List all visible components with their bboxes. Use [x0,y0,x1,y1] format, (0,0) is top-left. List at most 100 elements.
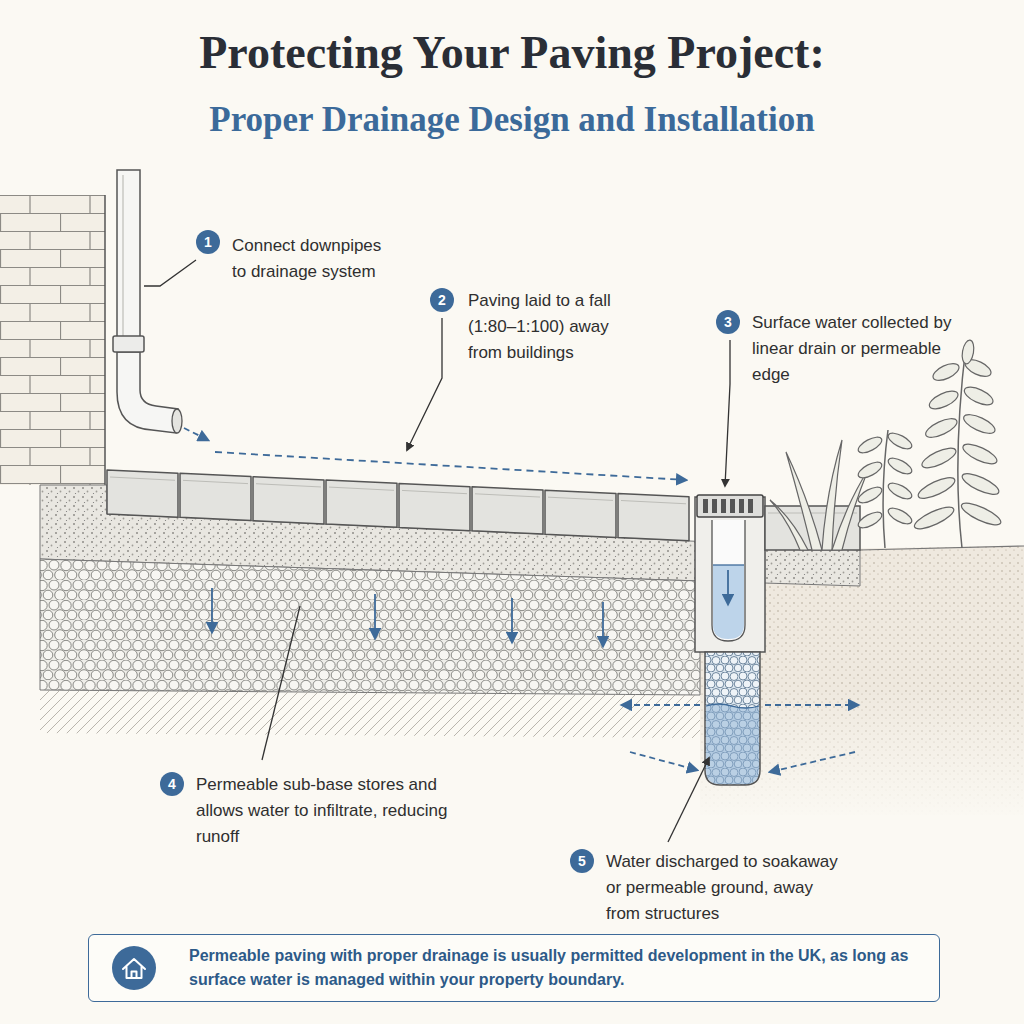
water-flow-arrows [622,704,700,706]
plants [832,470,868,550]
callout-number: 5 [570,849,594,873]
label-slot: Proper Drainage Design and Installation [0,100,1024,140]
plant-leaf [960,470,1002,499]
paver-bevel [402,490,467,493]
house-icon-circle [112,946,156,990]
note-box: Permeable paving with proper drainage is… [88,934,940,1002]
leader-lines [407,318,442,450]
plant-leaf [886,505,914,527]
permeable-sub-base [40,559,700,695]
water-flow-arrows [765,704,858,706]
plants [786,452,822,550]
callout-text: Water discharged to soakaway or permeabl… [606,849,841,927]
label-slot: 1 [196,230,220,254]
paver-bevel [183,480,248,483]
leader-lines [144,260,196,286]
paver-bevel [621,501,686,504]
linear-drain [713,564,744,565]
linear-drain [712,520,745,641]
linear-drain [730,499,735,513]
paver-block [545,490,616,537]
callout-text: Paving laid to a fall (1:80–1:100) away … [468,288,628,366]
plants [883,430,888,548]
house-icon [111,945,157,991]
plant-leaf [886,455,914,477]
plant-leaf [856,459,884,481]
title-slot: Protecting Your Paving Project: [0,26,1024,79]
plant-leaf [916,474,958,503]
paver-block [326,480,397,527]
callout-number: 1 [196,230,220,254]
leader-lines [668,758,709,842]
linear-drain [721,499,726,513]
diagram-title: Protecting Your Paving Project: [0,26,1024,79]
label-slot: 3 [716,310,740,334]
water-flow-arrows [211,588,213,632]
soakaway [706,704,759,784]
paver-block [253,477,324,524]
subtitle-text: Proper Drainage Design and Installation [0,100,1024,140]
linear-drain [695,497,765,652]
plant-leaf [927,388,961,413]
linear-drain [713,565,744,639]
leader-lines [144,260,730,842]
plant-leaf [960,440,999,467]
water-flow-arrows [184,428,208,440]
downpipe [113,170,182,433]
linear-drain [739,499,744,513]
linear-drain [748,499,753,513]
downpipe [172,409,182,433]
plants [770,500,808,550]
water-flow-arrows [511,598,513,642]
soakaway [705,652,760,785]
linear-drain [703,499,708,513]
callout-number: 4 [160,772,184,796]
label-slot: Permeable sub-base stores and allows wat… [196,772,451,850]
paving [107,470,689,541]
plant-leaf [912,503,956,533]
downpipe [117,170,140,350]
water-flow-arrows [727,570,729,604]
water-flow-arrows [602,602,604,646]
plant-leaf [886,430,914,452]
callout-text: Permeable sub-base stores and allows wat… [196,772,451,850]
label-slot: 4 [160,772,184,796]
label-slot: Paving laid to a fall (1:80–1:100) away … [468,288,628,366]
permeable-sub-base [40,559,700,738]
brick-wall [0,195,105,485]
plant-leaf [962,384,996,409]
permeable-sub-base [40,690,700,738]
soakaway [705,652,760,785]
callout-text: Connect downpipes to drainage system [232,233,382,285]
plant-leaf [856,434,884,456]
water-flow-arrows [770,752,855,772]
plant-leaf [931,360,962,384]
water-flow-arrows [215,452,686,480]
plant-leaf [886,480,914,502]
paver-bevel [110,477,175,480]
paver-bevel [329,487,394,490]
linear-drain [697,495,763,517]
paver-block [180,473,251,520]
paver-bevel [256,484,321,487]
plant-leaf [960,339,975,365]
linear-drain [695,495,765,652]
label-slot: 5 [570,849,594,873]
paver-bevel [475,494,540,497]
plant-leaf [923,415,959,441]
downpipe [117,352,178,433]
callout-text: Surface water collected by linear drain … [752,310,952,388]
brick-wall [104,195,106,485]
brick-wall [0,195,105,485]
plant-leaf [959,499,1003,529]
callout-number: 2 [430,288,454,312]
water-flow-arrows [184,428,858,772]
linear-drain [712,499,717,513]
plant-leaf [856,509,884,531]
plant-leaf [919,444,958,471]
leader-lines [725,340,730,486]
paver-block [618,494,689,541]
